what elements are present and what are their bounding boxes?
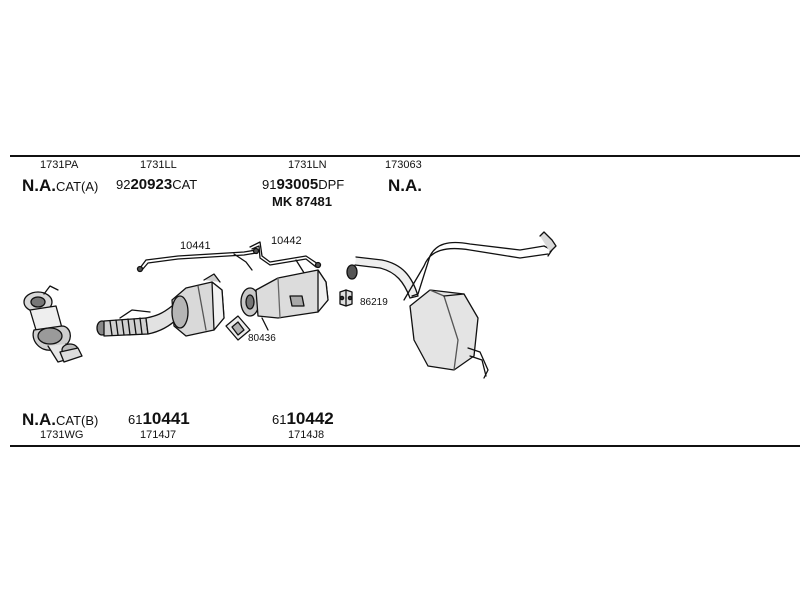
part-code-1731ln: 1731LN — [288, 159, 327, 171]
part-label-cat-a: N.A.CAT(A) — [22, 177, 98, 195]
part-code-1731ll: 1731LL — [140, 159, 177, 171]
flex-pipe-part — [96, 305, 179, 337]
pipe1-number: 10441 — [142, 409, 190, 428]
part-label-dpf: 9193005DPF — [262, 177, 344, 192]
bottom-rule — [10, 445, 800, 447]
part-label-cat-b: N.A.CAT(B) — [22, 411, 98, 429]
callout-10441: 10441 — [180, 240, 211, 252]
part-label-10441: 6110441 — [128, 410, 190, 427]
part-label-cat: 9220923CAT — [116, 177, 197, 192]
callout-86219: 86219 — [360, 297, 388, 308]
part-code-1714j7: 1714J7 — [140, 429, 177, 441]
cat-a-suffix: CAT(A) — [56, 179, 99, 194]
pipe-10442-part — [249, 241, 322, 277]
top-rule — [10, 155, 800, 157]
dpf-suffix: DPF — [318, 177, 345, 192]
cat-suffix: CAT — [172, 177, 198, 192]
cat-prefix: 92 — [116, 177, 131, 192]
cat-b-suffix: CAT(B) — [56, 413, 99, 428]
catalytic-converter-part — [23, 285, 83, 363]
rear-silencer-part — [346, 231, 557, 379]
na-label-4: N.A. — [388, 176, 422, 195]
pipe2-number: 10442 — [286, 409, 334, 428]
na-label: N.A. — [22, 176, 56, 195]
part-code-173063: 173063 — [385, 159, 422, 171]
part-code-1731pa: 1731PA — [40, 159, 79, 171]
callout-10442: 10442 — [271, 235, 302, 247]
gasket-80436-part — [225, 315, 251, 341]
pipe1-prefix: 61 — [128, 412, 143, 427]
clamp-86219-part — [339, 289, 353, 307]
callout-80436: 80436 — [248, 333, 276, 344]
dpf-number: 93005 — [276, 176, 319, 193]
mk-label: MK 87481 — [272, 194, 332, 209]
na-label-b: N.A. — [22, 410, 56, 429]
dpf-prefix: 91 — [262, 177, 277, 192]
part-code-1714j8: 1714J8 — [288, 429, 325, 441]
cat-number: 20923 — [130, 176, 173, 193]
part-code-1731wg: 1731WG — [40, 429, 84, 441]
pipe2-prefix: 61 — [272, 412, 287, 427]
dpf-93005-part — [240, 269, 329, 331]
pipe-10441-part — [136, 247, 260, 273]
part-label-10442: 6110442 — [272, 410, 334, 427]
catalytic-converter-20923-part — [171, 273, 225, 337]
